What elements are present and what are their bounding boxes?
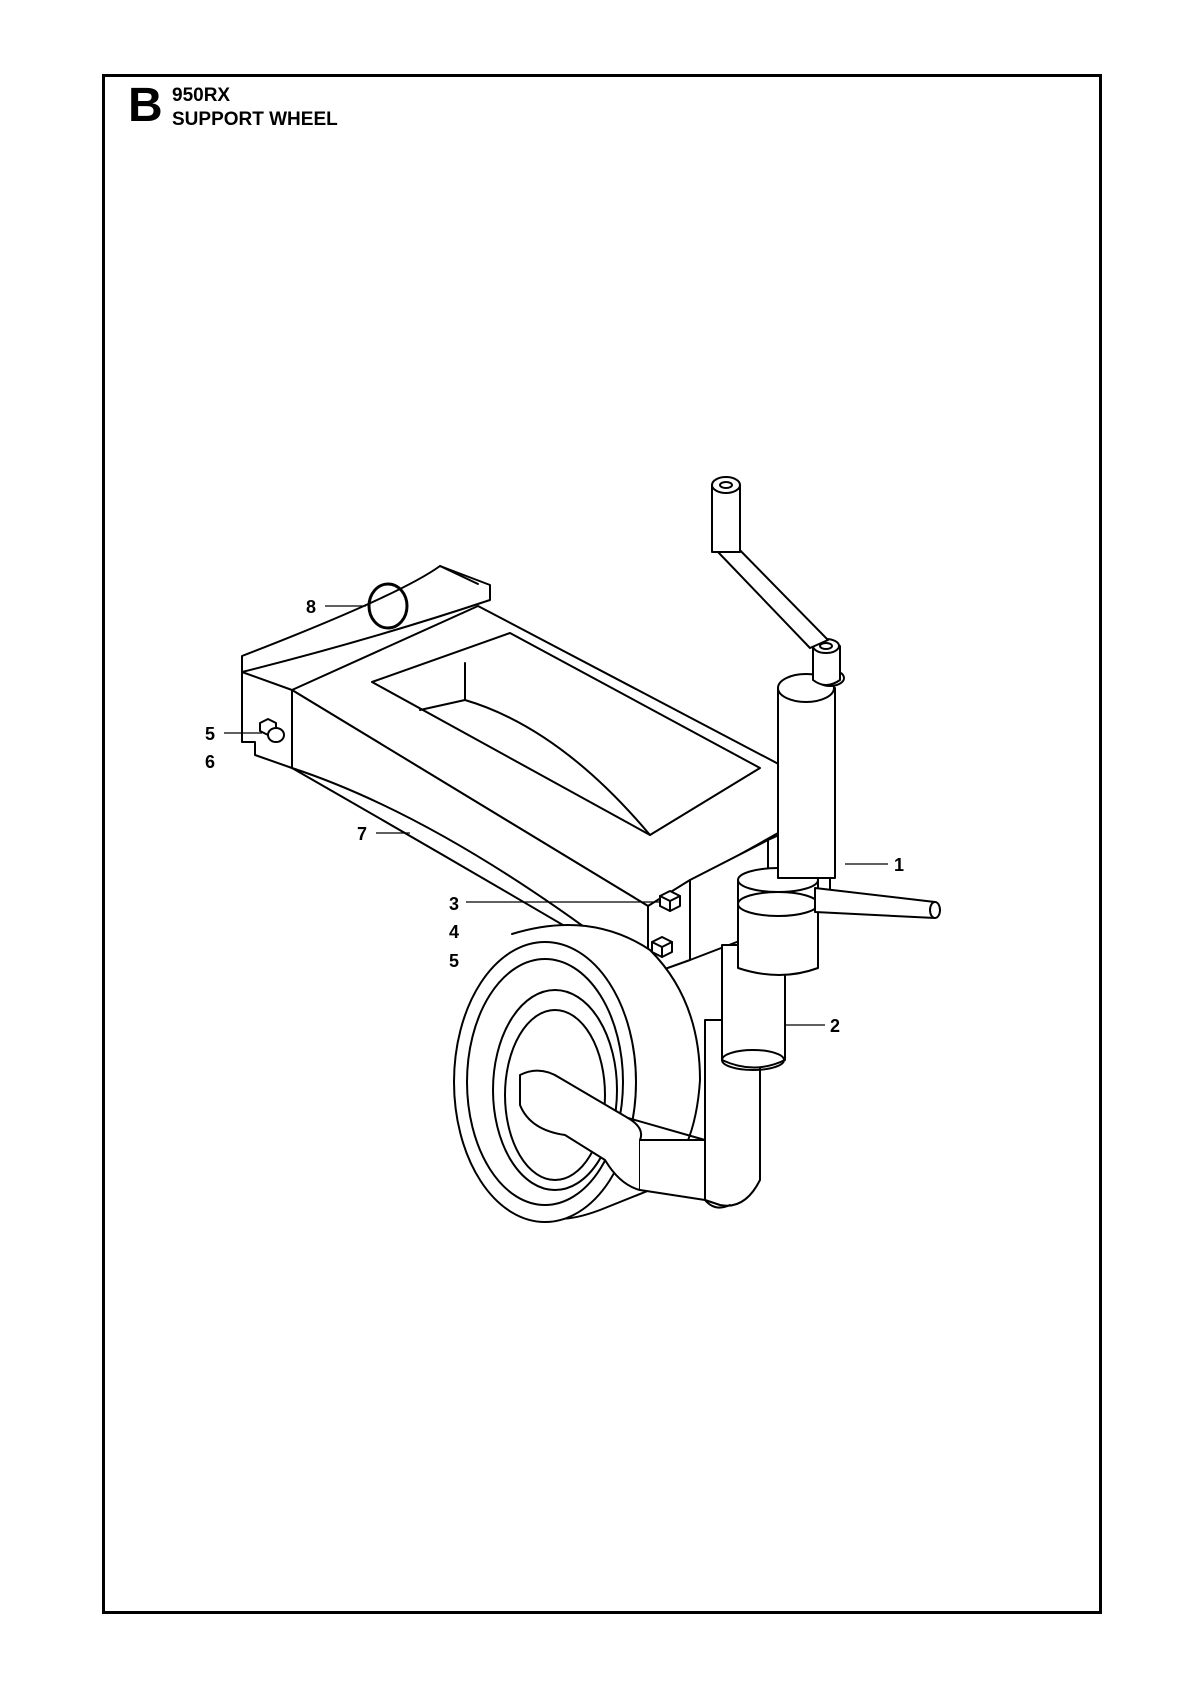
- upper-tube: [777, 669, 845, 879]
- section-letter: B: [128, 79, 163, 132]
- ring-part: [367, 582, 409, 630]
- locking-lever: [814, 887, 941, 919]
- callout-2: 2: [830, 1016, 840, 1036]
- section-title: SUPPORT WHEEL: [172, 109, 338, 130]
- callout-3: 3: [449, 894, 459, 914]
- bolt-left-bracket: [259, 718, 285, 743]
- model-code: 950RX: [172, 85, 231, 106]
- callout-5-left: 5: [205, 724, 215, 744]
- callout-8: 8: [306, 597, 316, 617]
- crank-handle: [711, 476, 841, 686]
- leader-lines: [224, 605, 888, 1026]
- callout-7: 7: [357, 824, 367, 844]
- callout-1: 1: [894, 855, 904, 875]
- callout-4: 4: [449, 922, 459, 942]
- bolts-end-face: [651, 890, 681, 958]
- outer-tube: [721, 867, 819, 1071]
- callout-5-right: 5: [449, 951, 459, 971]
- fork-arm: [519, 1069, 706, 1201]
- drawing-frame: [102, 74, 1102, 1614]
- callout-6: 6: [205, 752, 215, 772]
